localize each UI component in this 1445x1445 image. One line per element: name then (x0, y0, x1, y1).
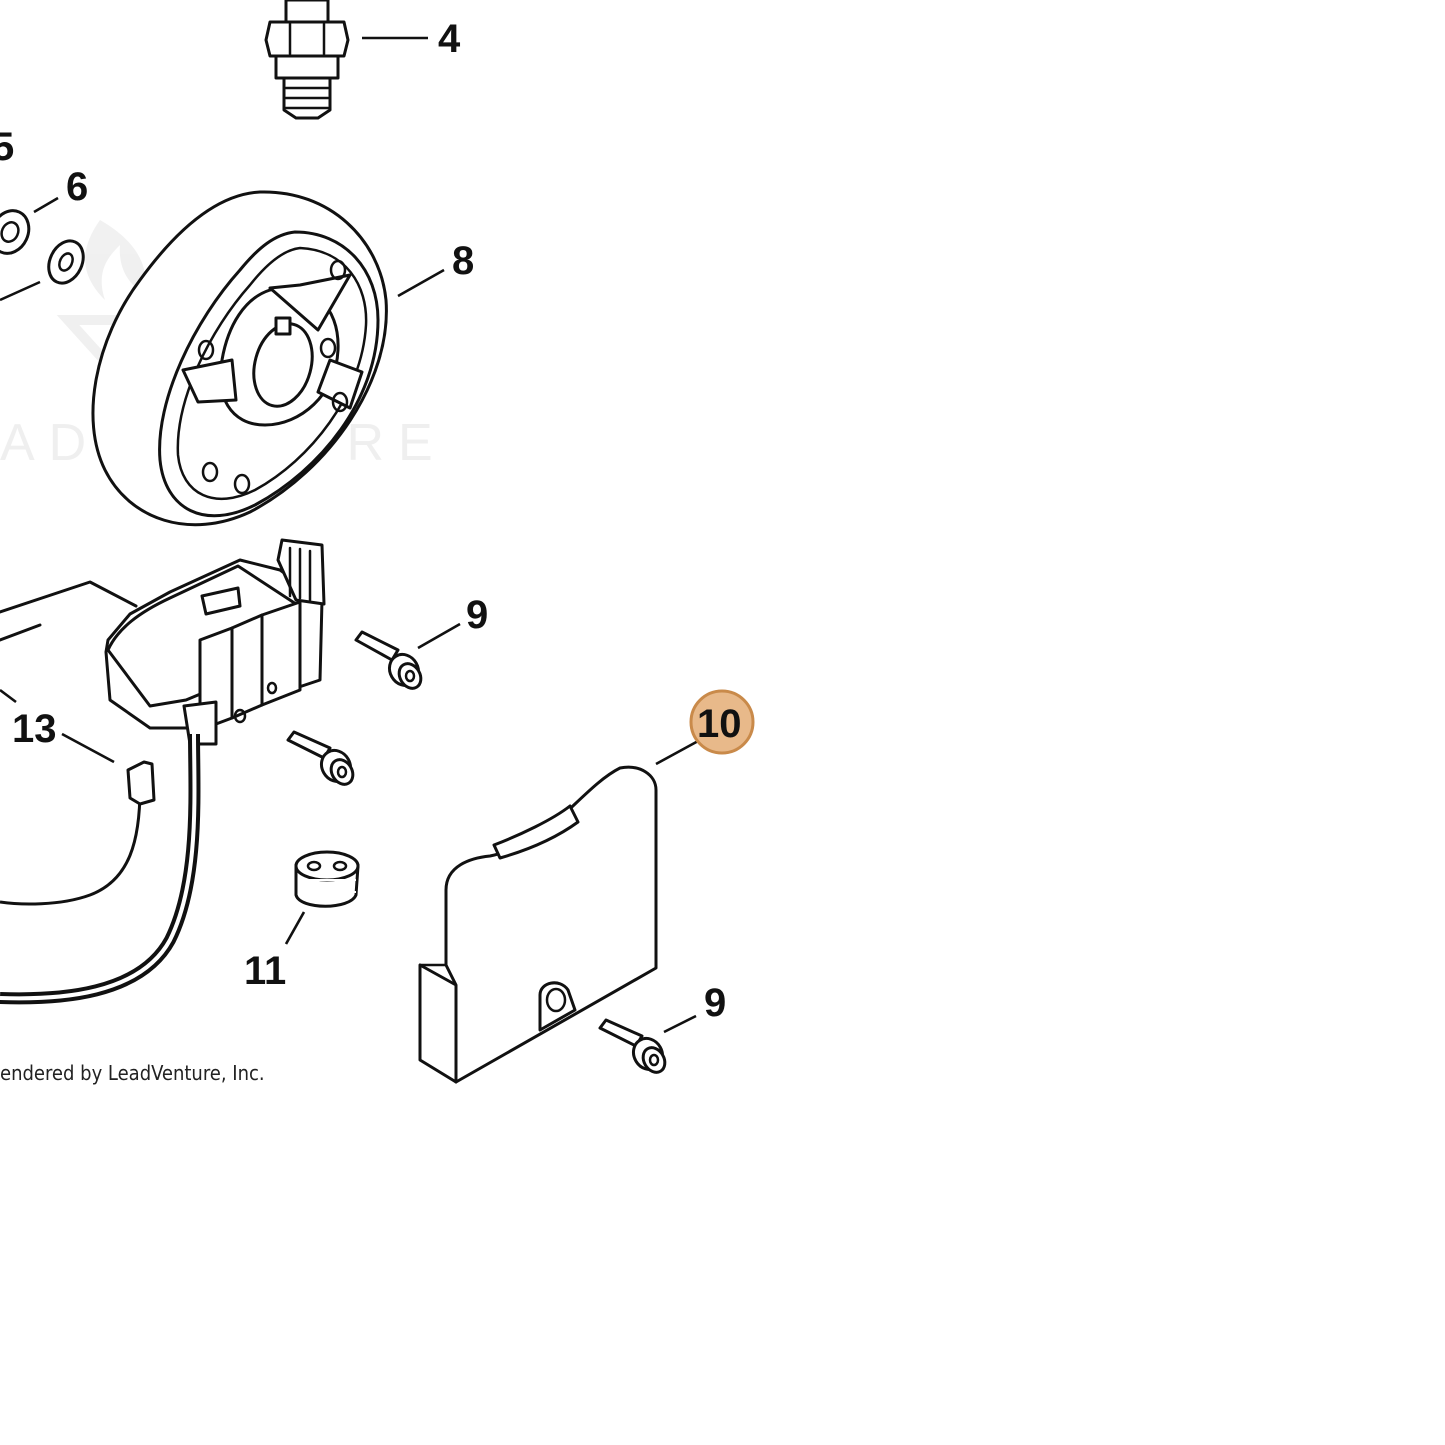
leader-10 (655, 738, 701, 766)
callout-5[interactable]: 5 (0, 125, 14, 169)
leader-washer (0, 280, 41, 302)
callout-9-upper[interactable]: 9 (466, 593, 488, 637)
leader-9a (417, 622, 461, 650)
screw-middle (286, 730, 355, 786)
screw-lower (598, 1018, 667, 1074)
leader-6 (33, 196, 59, 214)
ignition-cover (418, 765, 658, 1084)
screw-upper (354, 630, 423, 690)
flywheel (91, 190, 388, 527)
leader-8 (397, 268, 445, 298)
callout-10-highlight[interactable]: 10 (689, 689, 755, 755)
callout-6[interactable]: 6 (66, 165, 88, 209)
leader-9b (663, 1014, 697, 1034)
grommet (294, 850, 360, 908)
spark-plug (264, 0, 350, 120)
callout-13[interactable]: 13 (12, 707, 57, 751)
render-credit: endered by LeadVenture, Inc. (0, 1061, 265, 1085)
callout-8[interactable]: 8 (452, 239, 474, 283)
highlight-circle (689, 689, 755, 755)
wire-terminal (126, 760, 156, 806)
callout-4[interactable]: 4 (438, 17, 461, 61)
ignition-module (0, 538, 326, 746)
leader-11 (284, 911, 306, 945)
short-circuit-wire (0, 787, 142, 906)
washer-5 (0, 209, 31, 255)
callout-11[interactable]: 11 (244, 949, 286, 993)
callout-9-lower[interactable]: 9 (704, 981, 726, 1025)
callout-10[interactable]: 10 (697, 702, 742, 746)
ignition-lead-wire (0, 733, 201, 1005)
leader-13 (61, 732, 115, 764)
washer-6 (47, 239, 85, 285)
